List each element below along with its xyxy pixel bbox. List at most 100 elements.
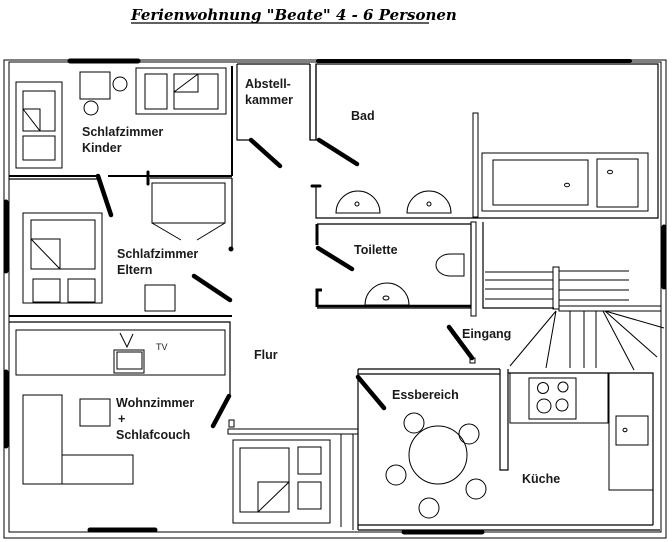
room-label-eingang: Eingang (462, 327, 511, 341)
room-label-bad: Bad (351, 109, 375, 123)
stair-outline (482, 222, 554, 309)
door-abstellkammer[interactable] (248, 137, 283, 169)
bathtub (492, 159, 589, 206)
room-label-toilette: Toilette (354, 243, 398, 257)
stair-landing (558, 305, 662, 312)
couch-bottom (61, 454, 134, 485)
sink-icon (364, 282, 410, 306)
sink-icon (406, 190, 452, 214)
chair-icon (418, 497, 440, 519)
drain-icon (564, 182, 570, 188)
room-wohnzimmer: TV Wohnzimmer + Schlafcouch (9, 321, 232, 485)
pillow-top (297, 446, 322, 475)
partition (470, 221, 477, 317)
room-label-ess: Essbereich (392, 388, 459, 402)
room-label-kueche: Küche (522, 472, 560, 486)
bed-blanket-fold-icon (257, 481, 290, 513)
partition (472, 112, 479, 218)
room-label-wohn-3: Schlafcouch (116, 428, 190, 442)
stair-steps-right (559, 270, 629, 301)
title-text: Ferienwohnung "Beate" 4 - 6 Personen (130, 6, 457, 24)
bed-kinder-right-frame (135, 67, 227, 115)
sink-drain-icon (622, 427, 628, 433)
bed-kinder-left-frame (15, 81, 63, 169)
chair-icon (83, 100, 99, 116)
stair-winders (509, 310, 665, 371)
door-kinder[interactable] (95, 173, 114, 218)
wall-wohn (9, 321, 231, 395)
bed-alcove-frame (232, 439, 331, 524)
sink-drain-icon (354, 201, 360, 207)
sink-drain-icon (426, 201, 432, 207)
room-label-eltern-2: Eltern (117, 263, 152, 277)
counter-stove (509, 372, 609, 424)
tv-antenna-icon (119, 332, 134, 349)
chair-icon (458, 423, 480, 445)
room-flur: Flur (254, 348, 278, 362)
alcove-side-wall (340, 434, 354, 530)
door-wohnzimmer[interactable] (210, 393, 232, 429)
toilet-icon (435, 253, 465, 277)
stove (528, 377, 577, 420)
dining-table (408, 425, 468, 485)
bed-blanket-fold-icon (173, 73, 199, 93)
stair-post (552, 266, 560, 310)
desk (79, 71, 111, 100)
room-label-eltern-1: Schlafzimmer (117, 247, 198, 261)
plan-title: Ferienwohnung "Beate" 4 - 6 Personen (130, 6, 457, 24)
sink-icon (335, 190, 381, 214)
stair-steps-left (485, 271, 553, 300)
counter-sink (608, 372, 654, 491)
tv-cabinet (15, 329, 226, 376)
room-label-flur: Flur (254, 348, 278, 362)
room-label-abstell-1: Abstell- (245, 77, 291, 91)
room-kueche: Essbereich Küche (355, 368, 660, 531)
windows (3, 58, 667, 535)
burner-icon (557, 381, 569, 393)
bed-eltern (30, 219, 96, 270)
kitchen-divider (499, 369, 509, 471)
room-label-kinder-1: Schlafzimmer (82, 125, 163, 139)
nightstand (144, 284, 176, 312)
entrance: Eingang (446, 324, 511, 364)
wall-bad (315, 63, 659, 219)
burner-icon (536, 398, 552, 414)
tv-icon (113, 349, 145, 374)
door-stop (228, 246, 234, 252)
bath-counter (481, 152, 649, 212)
pillow-right (67, 278, 96, 303)
room-label-kinder-2: Kinder (82, 141, 122, 155)
door-stop (315, 288, 322, 307)
wall-toilette (317, 223, 472, 309)
door-stop (469, 357, 476, 364)
door-essbereich[interactable] (355, 374, 387, 411)
pillow-box (22, 135, 56, 161)
chair-icon (403, 412, 425, 434)
bed-blanket-fold-icon (30, 238, 61, 270)
couch-left (22, 394, 63, 485)
pillow-left (32, 278, 61, 303)
drain-icon (607, 169, 613, 175)
room-label-abstell-2: kammer (245, 93, 293, 107)
room-label-wohn-2: + (118, 412, 125, 426)
tv-label: TV (156, 342, 168, 352)
bed-kinder-left (22, 90, 56, 132)
bed-alcove (239, 447, 290, 513)
door-bad[interactable] (316, 137, 360, 167)
wall-kinder (9, 66, 233, 177)
burner-icon (555, 398, 569, 412)
room-label-wohn-1: Wohnzimmer (116, 396, 194, 410)
wall-eltern-top (9, 177, 233, 248)
staircase (482, 222, 665, 371)
wardrobe-doors (151, 222, 226, 241)
door-eltern[interactable] (191, 273, 233, 303)
chair-icon (385, 464, 407, 486)
nightstand (144, 73, 168, 110)
kitchen-outline (508, 372, 654, 525)
burner-icon (537, 382, 549, 394)
door-toilette[interactable] (315, 245, 355, 272)
door-eingang[interactable] (446, 324, 475, 361)
room-schlafzimmer-kinder: Schlafzimmer Kinder (9, 66, 233, 218)
room-toilette: Toilette (315, 221, 477, 317)
